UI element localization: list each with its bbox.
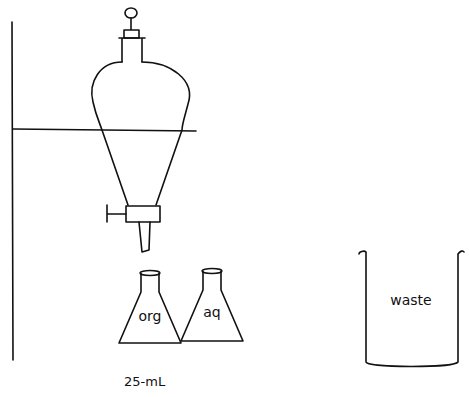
vessel-label: aq — [203, 304, 220, 320]
waste-beaker-outline-path — [359, 251, 464, 367]
flask-mouth — [202, 269, 222, 274]
vessel-label: waste — [390, 292, 431, 308]
funnel-body-left — [92, 62, 128, 205]
funnel-stem — [139, 222, 150, 252]
stopper-knob — [125, 8, 137, 18]
erlenmeyer-flask-outline-path — [119, 273, 181, 343]
erlenmeyer-flask: aq — [178, 268, 246, 346]
waste-beaker-outline — [356, 248, 466, 370]
erlenmeyer-flask: org — [116, 270, 184, 348]
stopper — [124, 18, 139, 38]
funnel-body-right — [142, 62, 189, 205]
waste-beaker: waste — [356, 248, 466, 370]
vessel-label: org — [139, 308, 162, 324]
stopcock-body — [126, 206, 160, 222]
volume-label: 25-mL — [124, 374, 165, 389]
flask-mouth — [140, 271, 160, 276]
stopcock-handle — [107, 205, 126, 222]
ring-clamp — [13, 129, 196, 131]
ring-stand-rod — [12, 22, 13, 360]
funnel-neck — [119, 38, 145, 62]
erlenmeyer-flask-outline-path — [181, 271, 243, 341]
